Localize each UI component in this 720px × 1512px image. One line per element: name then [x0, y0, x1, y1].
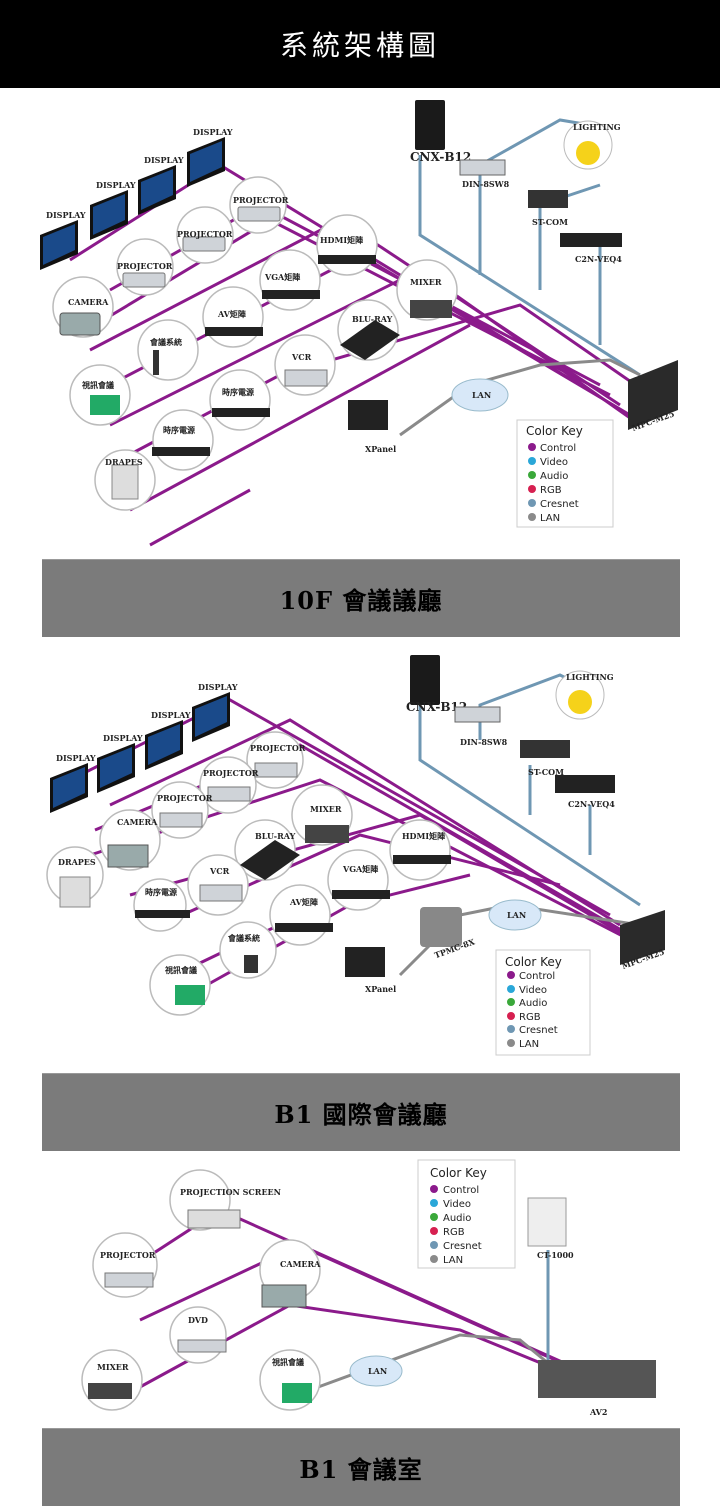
svg-text:CAMERA: CAMERA — [68, 297, 109, 307]
svg-text:Control: Control — [443, 1185, 479, 1196]
svg-text:PROJECTOR: PROJECTOR — [100, 1250, 156, 1260]
svg-text:MIXER: MIXER — [310, 804, 342, 814]
color-key: Color Key Control Video Audio RGB Cresne… — [495, 949, 591, 1056]
svg-text:視訊會議: 視訊會議 — [271, 1357, 304, 1367]
svg-text:時序電源: 時序電源 — [145, 887, 177, 897]
svg-text:DRAPES: DRAPES — [105, 457, 143, 467]
svg-text:PROJECTOR: PROJECTOR — [203, 768, 259, 778]
svg-text:DIN-8SW8: DIN-8SW8 — [460, 737, 508, 747]
svg-text:C2N-VEQ4: C2N-VEQ4 — [575, 254, 622, 264]
svg-text:會議系統: 會議系統 — [149, 337, 182, 347]
svg-text:DVD: DVD — [188, 1315, 208, 1325]
svg-text:Color Key: Color Key — [505, 955, 562, 969]
svg-text:XPanel: XPanel — [365, 984, 396, 994]
svg-text:C2N-VEQ4: C2N-VEQ4 — [568, 799, 615, 809]
svg-text:DISPLAY: DISPLAY — [46, 210, 86, 220]
svg-text:DIN-8SW8: DIN-8SW8 — [462, 179, 510, 189]
svg-text:VCR: VCR — [291, 352, 312, 362]
section-banner-b1-hall: B1 國際會議廳 — [42, 1073, 680, 1151]
page-title: 系統架構圖 — [0, 0, 720, 88]
svg-text:Video: Video — [519, 985, 547, 996]
svg-text:Video: Video — [443, 1199, 471, 1210]
svg-text:XPanel: XPanel — [365, 444, 396, 454]
svg-text:時序電源: 時序電源 — [222, 387, 254, 397]
svg-text:Cresnet: Cresnet — [540, 499, 579, 510]
svg-text:PROJECTOR: PROJECTOR — [250, 743, 306, 753]
svg-text:PROJECTION SCREEN: PROJECTION SCREEN — [180, 1187, 281, 1197]
svg-text:PROJECTOR: PROJECTOR — [117, 261, 173, 271]
color-key: Color Key Control Video Audio RGB Cresne… — [516, 419, 614, 528]
display-group: DISPLAY DISPLAY DISPLAY DISPLAY — [40, 127, 233, 270]
svg-text:LAN: LAN — [507, 910, 526, 920]
svg-text:LAN: LAN — [368, 1366, 387, 1376]
svg-text:DISPLAY: DISPLAY — [96, 180, 136, 190]
svg-text:DISPLAY: DISPLAY — [103, 733, 143, 743]
svg-text:會議系統: 會議系統 — [227, 933, 260, 943]
svg-text:LIGHTING: LIGHTING — [566, 672, 614, 682]
svg-text:BLU-RAY: BLU-RAY — [352, 314, 393, 324]
svg-text:RGB: RGB — [540, 485, 562, 496]
svg-text:RGB: RGB — [519, 1012, 541, 1023]
svg-text:DISPLAY: DISPLAY — [56, 753, 96, 763]
svg-text:VGA矩陣: VGA矩陣 — [342, 864, 378, 874]
svg-text:CAMERA: CAMERA — [117, 817, 158, 827]
svg-text:Color Key: Color Key — [430, 1166, 487, 1180]
svg-text:Audio: Audio — [519, 998, 547, 1009]
svg-text:CNX-B12: CNX-B12 — [406, 700, 467, 714]
svg-text:PROJECTOR: PROJECTOR — [157, 793, 213, 803]
svg-text:Control: Control — [540, 443, 576, 454]
svg-text:BLU-RAY: BLU-RAY — [255, 831, 296, 841]
svg-text:Cresnet: Cresnet — [443, 1241, 482, 1252]
svg-text:視訊會議: 視訊會議 — [164, 965, 197, 975]
diagram-b1-hall: DISPLAY DISPLAY DISPLAY DISPLAY PROJECTO… — [0, 645, 720, 1065]
svg-text:VGA矩陣: VGA矩陣 — [264, 272, 300, 282]
svg-text:AV矩陣: AV矩陣 — [217, 309, 246, 319]
svg-text:DRAPES: DRAPES — [58, 857, 96, 867]
svg-text:Audio: Audio — [443, 1213, 471, 1224]
svg-text:VCR: VCR — [209, 866, 230, 876]
svg-text:Audio: Audio — [540, 471, 568, 482]
svg-text:RGB: RGB — [443, 1227, 465, 1238]
svg-text:Color Key: Color Key — [526, 424, 583, 438]
svg-text:LAN: LAN — [443, 1255, 463, 1266]
svg-text:MIXER: MIXER — [97, 1362, 129, 1372]
section-banner-b1-room: B1 會議室 — [42, 1428, 680, 1506]
svg-text:CT-1000: CT-1000 — [537, 1250, 574, 1260]
svg-text:LAN: LAN — [472, 390, 491, 400]
svg-text:時序電源: 時序電源 — [163, 425, 195, 435]
svg-text:CAMERA: CAMERA — [280, 1259, 321, 1269]
svg-text:LAN: LAN — [540, 513, 560, 524]
svg-text:LIGHTING: LIGHTING — [573, 122, 621, 132]
diagram-b1-room: PROJECTION SCREEN PROJECTOR CAMERA DVD M… — [0, 1155, 720, 1420]
svg-text:MIXER: MIXER — [410, 277, 442, 287]
svg-text:視訊會議: 視訊會議 — [81, 380, 114, 390]
svg-text:DISPLAY: DISPLAY — [144, 155, 184, 165]
svg-text:LAN: LAN — [519, 1039, 539, 1050]
diagram-10f: DISPLAY DISPLAY DISPLAY DISPLAY PROJECTO… — [0, 95, 720, 550]
svg-text:AV矩陣: AV矩陣 — [289, 897, 318, 907]
svg-text:HDMI矩陣: HDMI矩陣 — [320, 235, 363, 245]
svg-text:CNX-B12: CNX-B12 — [410, 150, 471, 164]
svg-text:HDMI矩陣: HDMI矩陣 — [402, 831, 445, 841]
svg-text:PROJECTOR: PROJECTOR — [177, 229, 233, 239]
svg-text:Control: Control — [519, 971, 555, 982]
svg-text:PROJECTOR: PROJECTOR — [233, 195, 289, 205]
svg-text:DISPLAY: DISPLAY — [151, 710, 191, 720]
section-banner-10f: 10F 會議議廳 — [42, 559, 680, 637]
svg-text:Cresnet: Cresnet — [519, 1025, 558, 1036]
svg-text:DISPLAY: DISPLAY — [193, 127, 233, 137]
svg-text:AV2: AV2 — [589, 1407, 607, 1417]
svg-text:DISPLAY: DISPLAY — [198, 682, 238, 692]
svg-text:Video: Video — [540, 457, 568, 468]
svg-text:ST-COM: ST-COM — [532, 217, 568, 227]
svg-text:ST-COM: ST-COM — [528, 767, 564, 777]
color-key: Color Key Control Video Audio RGB Cresne… — [417, 1159, 516, 1269]
